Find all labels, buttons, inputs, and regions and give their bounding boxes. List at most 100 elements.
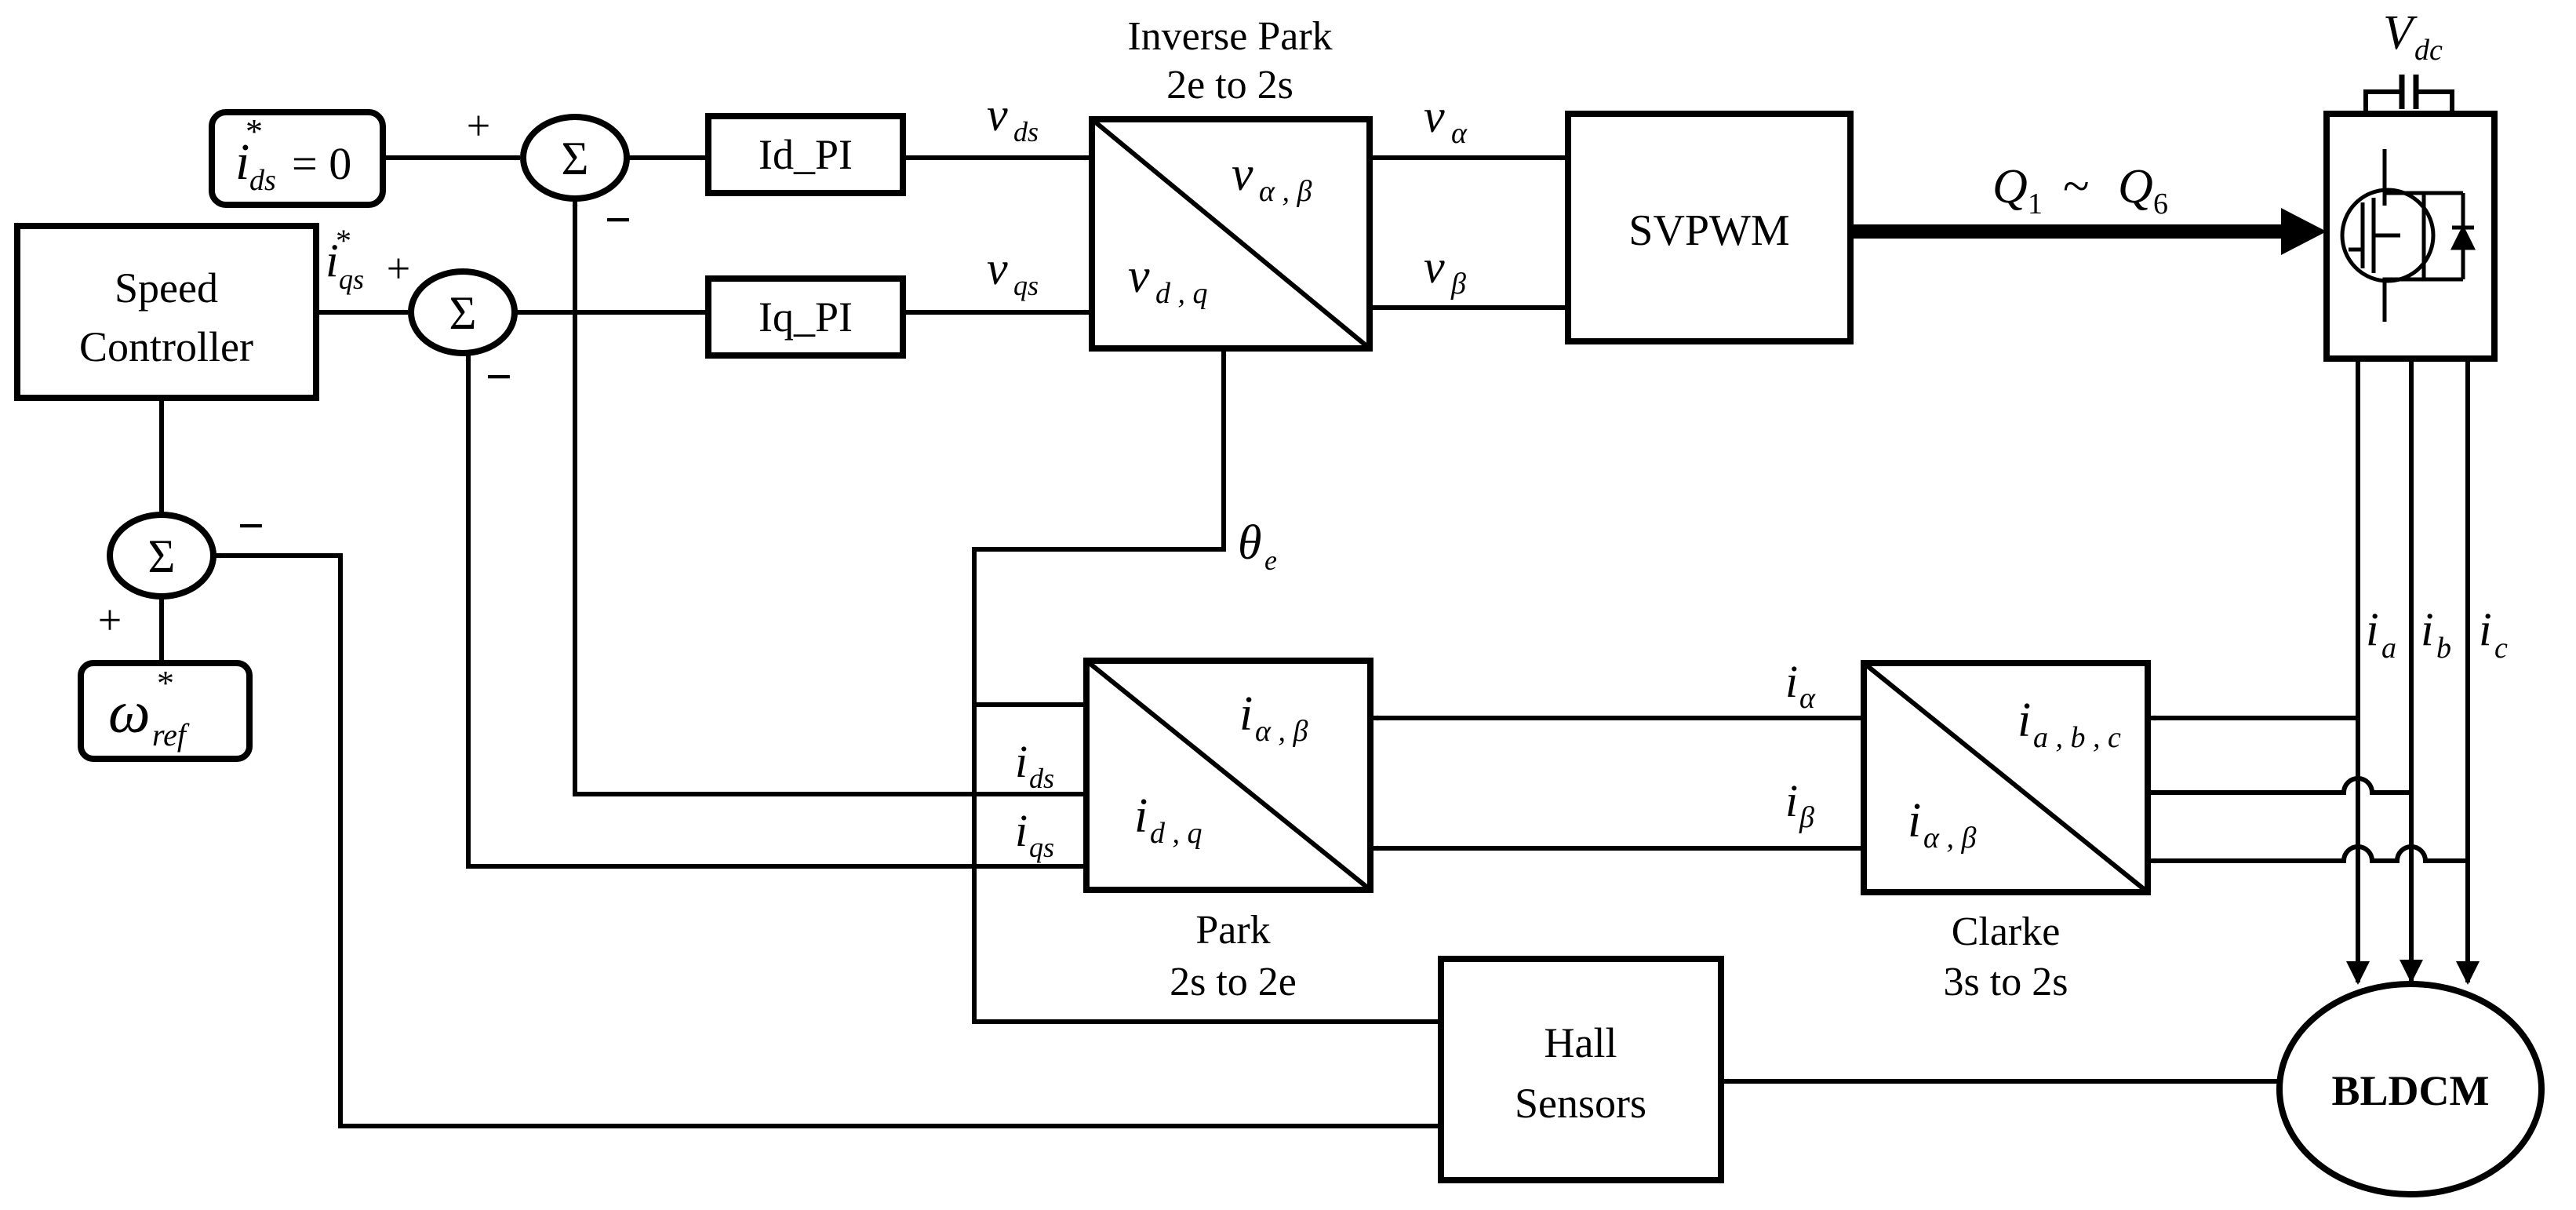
sum-d-minus: − xyxy=(605,194,631,246)
theta-e-symbol: θ xyxy=(1238,516,1261,570)
speed-controller-block: Speed Controller xyxy=(14,223,319,401)
hall-label-1: Hall xyxy=(1545,1019,1617,1066)
bldcm-label: BLDCM xyxy=(2332,1067,2490,1114)
vbeta-sub: β xyxy=(1450,268,1466,301)
omega-ref-omega: ω xyxy=(108,680,151,745)
vqs-sub: qs xyxy=(1013,270,1039,301)
sum-junction-speed: Σ − + xyxy=(98,500,264,643)
sum-q-plus: + xyxy=(387,245,410,292)
ialpha-i: i xyxy=(1785,656,1798,707)
svpwm-label: SVPWM xyxy=(1628,206,1789,255)
theta-e-sub: e xyxy=(1264,545,1277,576)
bldcm-block: BLDCM xyxy=(2276,981,2545,1197)
ibeta-sub: β xyxy=(1799,801,1814,834)
wire-tap-ic xyxy=(2149,844,2468,864)
ic-sub: c xyxy=(2494,632,2508,665)
id-pi-block: Id_PI xyxy=(705,113,906,196)
park-i-dq: i xyxy=(1134,789,1148,843)
clarke-diagonal xyxy=(1862,661,2149,895)
ia-i: i xyxy=(2366,603,2379,655)
iqs-ref-star: * xyxy=(336,223,351,258)
park-i-ab-sub: α , β xyxy=(1255,715,1308,748)
inverse-park-v-dq-sub: d , q xyxy=(1155,277,1208,310)
ib-sub: b xyxy=(2436,632,2451,665)
vqs-v: v xyxy=(987,242,1008,294)
inverse-park-title-1: Inverse Park xyxy=(1127,14,1332,59)
iq-pi-block: Iq_PI xyxy=(705,275,906,359)
park-i-dq-sub: d , q xyxy=(1150,817,1202,850)
sum-speed-symbol: Σ xyxy=(148,530,176,582)
clarke-i-abc-sub: a , b , c xyxy=(2033,721,2121,754)
sum-d-symbol: Σ xyxy=(562,133,589,184)
speed-controller-label-1: Speed xyxy=(115,264,218,312)
park-i-ab: i xyxy=(1239,687,1253,741)
valpha-sub: α xyxy=(1451,117,1468,150)
wire-tap-ib xyxy=(2149,776,2411,796)
ids-fb-i: i xyxy=(1015,736,1028,787)
iq-pi-label: Iq_PI xyxy=(759,293,853,341)
vds-sub: ds xyxy=(1013,116,1039,148)
signal-labels: i * qs v ds v qs v α v β Q 1 ~ Q 6 θ e i… xyxy=(326,89,2508,863)
inverse-park-v-dq: v xyxy=(1128,250,1150,303)
ib-i: i xyxy=(2421,603,2434,655)
ia-sub: a xyxy=(2381,632,2396,665)
vdc-wire-left xyxy=(2363,89,2402,114)
ibeta-i: i xyxy=(1785,775,1798,826)
sum-d-plus: + xyxy=(467,102,490,149)
clarke-i-albe: i xyxy=(1908,794,1921,847)
clarke-title-1: Clarke xyxy=(1952,909,2061,954)
q6-sub: 6 xyxy=(2153,188,2168,220)
park-diagonal xyxy=(1085,658,1372,892)
clarke-block: i a , b , c i α , β Clarke 3s to 2s xyxy=(1861,660,2151,1004)
valpha-v: v xyxy=(1424,90,1445,142)
vdc-wire-right xyxy=(2416,89,2454,114)
vdc-V: V xyxy=(2383,6,2418,60)
ids-fb-sub: ds xyxy=(1029,763,1054,794)
sum-junction-d: Σ + − xyxy=(467,102,631,246)
connections xyxy=(158,155,2480,1128)
gate-signals-arrowhead xyxy=(2281,208,2327,255)
sum-junction-q: Σ + − xyxy=(387,245,518,403)
mosfet-icon xyxy=(2340,149,2476,322)
wire-theta xyxy=(972,350,1441,1024)
inverse-park-block: Inverse Park 2e to 2s v α , β v d , q xyxy=(1089,14,1373,352)
q6-Q: Q xyxy=(2118,160,2153,213)
id-pi-label: Id_PI xyxy=(759,131,853,178)
q1-sub: 1 xyxy=(2028,188,2043,220)
inverse-park-v-ab-sub: α , β xyxy=(1259,175,1312,208)
park-block: i α , β i d , q Park 2s to 2e xyxy=(1083,658,1374,1004)
sum-speed-minus: − xyxy=(238,500,264,552)
ic-i: i xyxy=(2479,603,2492,655)
ids-ref-eq-zero: = 0 xyxy=(292,138,351,189)
vdc-sub: dc xyxy=(2414,34,2443,67)
inverse-park-title-2: 2e to 2s xyxy=(1166,63,1293,108)
iqs-fb-i: i xyxy=(1015,805,1028,856)
wire-iqs-feedback xyxy=(465,355,1086,869)
iqs-ref-sub: qs xyxy=(339,264,364,295)
hall-sensors-block: Hall Sensors xyxy=(1438,956,1724,1183)
omega-ref-block: ω * ref xyxy=(78,660,253,762)
inverter-block: V dc xyxy=(2323,6,2498,362)
inverse-park-v-ab: v xyxy=(1232,148,1253,201)
speed-controller-label-2: Controller xyxy=(79,323,253,370)
ids-ref-sub: ds xyxy=(249,164,276,197)
sum-speed-plus: + xyxy=(98,596,122,643)
inverse-park-diagonal xyxy=(1090,117,1371,351)
vds-v: v xyxy=(987,89,1008,140)
omega-ref-sub: ref xyxy=(152,717,190,753)
hall-label-2: Sensors xyxy=(1515,1080,1646,1127)
wire-ids-feedback xyxy=(572,200,1086,796)
iqs-ref-i: i xyxy=(326,235,339,286)
wire-hall-to-speed-sum xyxy=(215,552,1441,1128)
svpwm-block: SVPWM xyxy=(1565,111,1854,344)
ids-ref-i: i xyxy=(235,133,249,191)
clarke-title-2: 3s to 2s xyxy=(1944,960,2068,1004)
q1-Q: Q xyxy=(1992,160,2028,213)
clarke-i-abc: i xyxy=(2018,694,2031,747)
vbeta-v: v xyxy=(1424,241,1445,293)
ids-ref-star: * xyxy=(246,112,263,151)
park-title-1: Park xyxy=(1195,908,1270,953)
omega-ref-star: * xyxy=(157,664,174,702)
ialpha-sub: α xyxy=(1799,682,1816,715)
